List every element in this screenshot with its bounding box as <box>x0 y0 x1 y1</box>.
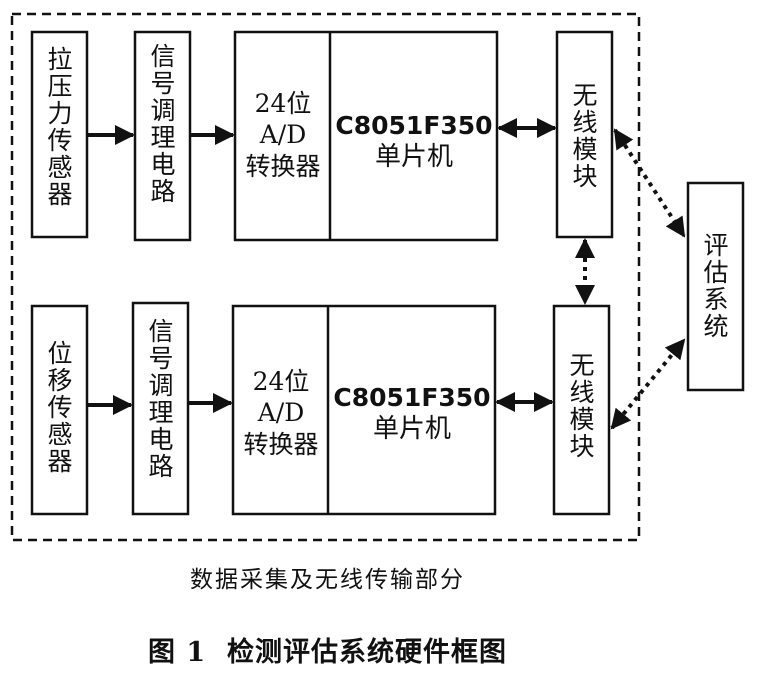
mcu-type-1: 单片机 <box>374 142 453 173</box>
adc-bits-2: 24位 <box>252 367 310 396</box>
wireless-box-1 <box>555 30 614 239</box>
adc-bits-1: 24位 <box>254 89 312 118</box>
evaluation-system-label: 评估系统 <box>700 232 729 340</box>
adc-ad-1: A/D <box>259 120 307 150</box>
wireless-box-2 <box>552 304 611 516</box>
wireless-label-2: 无线模块 <box>566 352 595 460</box>
adc-mcu-box-1 <box>233 30 499 242</box>
mcu-model-1: C8051F350 <box>335 111 493 140</box>
conditioning-box-2 <box>131 301 190 516</box>
group-label: 数据采集及无线传输部分 <box>190 567 465 593</box>
mcu-label-2: C8051F350 单片机 <box>329 382 495 446</box>
adc-label-1: 24位 A/D 转换器 <box>236 88 330 182</box>
adc-converter-2: 转换器 <box>243 429 319 459</box>
conditioning-label-1: 信号调理电路 <box>147 43 176 205</box>
acquisition-group-border <box>10 12 641 542</box>
conditioning-label-2: 信号调理电路 <box>145 318 174 480</box>
adc-mcu-box-2 <box>231 304 497 516</box>
displacement-sensor-box <box>30 304 89 516</box>
wireless-link-module2-evaluation <box>610 338 686 430</box>
mcu-label-1: C8051F350 单片机 <box>331 110 497 174</box>
displacement-sensor-label: 位移传感器 <box>44 340 73 475</box>
wireless-label-1: 无线模块 <box>569 82 598 190</box>
adc-converter-1: 转换器 <box>245 151 321 181</box>
force-sensor-box <box>30 30 89 239</box>
force-sensor-label: 拉压力传感器 <box>44 46 73 208</box>
evaluation-system-box <box>686 181 745 392</box>
wireless-link-module1-evaluation <box>613 128 686 238</box>
figure-caption: 图 1 检测评估系统硬件框图 <box>148 637 507 668</box>
mcu-type-2: 单片机 <box>372 414 451 445</box>
mcu-model-2: C8051F350 <box>333 383 491 412</box>
adc-ad-2: A/D <box>257 398 305 428</box>
adc-label-2: 24位 A/D 转换器 <box>234 366 328 460</box>
